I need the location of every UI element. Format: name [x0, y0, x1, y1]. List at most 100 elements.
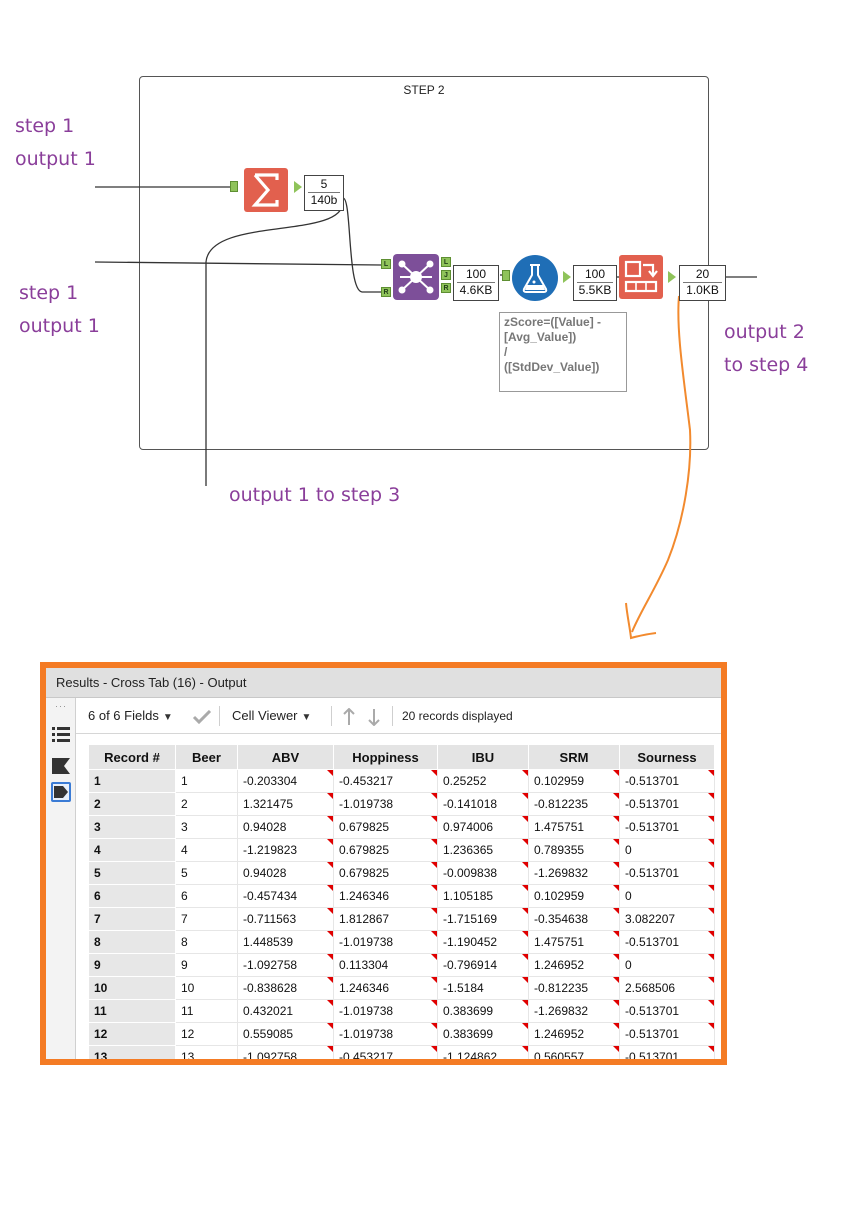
- table-cell[interactable]: 1.448539: [237, 930, 334, 954]
- formula-input-anchor[interactable]: [502, 270, 510, 281]
- table-cell[interactable]: 0: [619, 953, 715, 977]
- table-cell[interactable]: -0.838628: [237, 976, 334, 1000]
- table-cell[interactable]: 1.321475: [237, 792, 334, 816]
- table-cell[interactable]: -0.009838: [437, 861, 529, 885]
- record-number-cell[interactable]: 10: [88, 976, 176, 1000]
- table-cell[interactable]: 0.974006: [437, 815, 529, 839]
- table-cell[interactable]: 0.94028: [237, 815, 334, 839]
- formula-tool[interactable]: [512, 255, 558, 301]
- table-cell[interactable]: 7: [175, 907, 238, 931]
- table-cell[interactable]: 0.102959: [528, 769, 620, 793]
- table-cell[interactable]: -0.513701: [619, 815, 715, 839]
- table-cell[interactable]: -0.203304: [237, 769, 334, 793]
- table-cell[interactable]: -0.513701: [619, 999, 715, 1023]
- selected-tag-icon[interactable]: [51, 782, 71, 802]
- record-number-cell[interactable]: 4: [88, 838, 176, 862]
- table-cell[interactable]: 2: [175, 792, 238, 816]
- table-cell[interactable]: -0.513701: [619, 792, 715, 816]
- crosstab-output-anchor[interactable]: [668, 271, 676, 283]
- formula-output-anchor[interactable]: [563, 271, 571, 283]
- table-cell[interactable]: 0.94028: [237, 861, 334, 885]
- table-cell[interactable]: 0.383699: [437, 999, 529, 1023]
- record-number-cell[interactable]: 1: [88, 769, 176, 793]
- table-cell[interactable]: 0.679825: [333, 838, 438, 862]
- table-cell[interactable]: -0.457434: [237, 884, 334, 908]
- table-cell[interactable]: -1.269832: [528, 999, 620, 1023]
- table-cell[interactable]: 10: [175, 976, 238, 1000]
- table-cell[interactable]: 0.789355: [528, 838, 620, 862]
- table-cell[interactable]: 8: [175, 930, 238, 954]
- table-cell[interactable]: 9: [175, 953, 238, 977]
- table-cell[interactable]: -1.092758: [237, 1045, 334, 1059]
- record-number-cell[interactable]: 11: [88, 999, 176, 1023]
- table-cell[interactable]: -0.513701: [619, 1045, 715, 1059]
- table-cell[interactable]: -0.513701: [619, 769, 715, 793]
- table-cell[interactable]: 1.475751: [528, 930, 620, 954]
- table-cell[interactable]: 0.25252: [437, 769, 529, 793]
- record-number-cell[interactable]: 12: [88, 1022, 176, 1046]
- column-header[interactable]: IBU: [437, 744, 529, 770]
- table-cell[interactable]: 2.568506: [619, 976, 715, 1000]
- table-cell[interactable]: -0.513701: [619, 1022, 715, 1046]
- table-cell[interactable]: 0.679825: [333, 861, 438, 885]
- table-cell[interactable]: 1.246346: [333, 884, 438, 908]
- table-cell[interactable]: -0.453217: [333, 769, 438, 793]
- table-cell[interactable]: -1.019738: [333, 930, 438, 954]
- table-cell[interactable]: 0.102959: [528, 884, 620, 908]
- record-number-cell[interactable]: 3: [88, 815, 176, 839]
- table-cell[interactable]: -1.019738: [333, 792, 438, 816]
- table-cell[interactable]: 13: [175, 1045, 238, 1059]
- join-right-output-anchor[interactable]: R: [441, 283, 451, 293]
- join-join-output-anchor[interactable]: J: [441, 270, 451, 280]
- table-cell[interactable]: 1.105185: [437, 884, 529, 908]
- table-cell[interactable]: 6: [175, 884, 238, 908]
- table-cell[interactable]: -0.141018: [437, 792, 529, 816]
- table-cell[interactable]: 3.082207: [619, 907, 715, 931]
- table-cell[interactable]: 0.432021: [237, 999, 334, 1023]
- record-number-cell[interactable]: 7: [88, 907, 176, 931]
- record-number-cell[interactable]: 6: [88, 884, 176, 908]
- record-number-cell[interactable]: 13: [88, 1045, 176, 1059]
- table-cell[interactable]: -1.715169: [437, 907, 529, 931]
- table-cell[interactable]: 1.475751: [528, 815, 620, 839]
- table-cell[interactable]: 1.246952: [528, 1022, 620, 1046]
- table-cell[interactable]: -0.453217: [333, 1045, 438, 1059]
- table-cell[interactable]: 0.383699: [437, 1022, 529, 1046]
- join-left-input-anchor[interactable]: L: [381, 259, 391, 269]
- table-cell[interactable]: 1.246952: [528, 953, 620, 977]
- table-cell[interactable]: -0.513701: [619, 930, 715, 954]
- arrow-up-icon[interactable]: [342, 698, 356, 734]
- table-cell[interactable]: 0.679825: [333, 815, 438, 839]
- table-cell[interactable]: -0.711563: [237, 907, 334, 931]
- summarize-input-anchor[interactable]: [230, 181, 238, 192]
- record-number-cell[interactable]: 8: [88, 930, 176, 954]
- join-right-input-anchor[interactable]: R: [381, 287, 391, 297]
- tag-icon[interactable]: [51, 756, 71, 776]
- table-cell[interactable]: 0.559085: [237, 1022, 334, 1046]
- table-cell[interactable]: -0.796914: [437, 953, 529, 977]
- fields-dropdown[interactable]: 6 of 6 Fields▼: [88, 708, 173, 723]
- table-cell[interactable]: 11: [175, 999, 238, 1023]
- table-cell[interactable]: 0: [619, 838, 715, 862]
- crosstab-tool[interactable]: [619, 255, 663, 299]
- list-icon[interactable]: [51, 724, 71, 744]
- join-left-output-anchor[interactable]: L: [441, 257, 451, 267]
- record-number-cell[interactable]: 2: [88, 792, 176, 816]
- arrow-down-icon[interactable]: [367, 698, 381, 734]
- table-cell[interactable]: -1.219823: [237, 838, 334, 862]
- table-cell[interactable]: 1.236365: [437, 838, 529, 862]
- table-cell[interactable]: -0.812235: [528, 976, 620, 1000]
- record-number-cell[interactable]: 9: [88, 953, 176, 977]
- summarize-output-anchor[interactable]: [294, 181, 302, 193]
- table-cell[interactable]: -1.124862: [437, 1045, 529, 1059]
- table-cell[interactable]: -1.019738: [333, 999, 438, 1023]
- table-cell[interactable]: 0.560557: [528, 1045, 620, 1059]
- column-header[interactable]: ABV: [237, 744, 334, 770]
